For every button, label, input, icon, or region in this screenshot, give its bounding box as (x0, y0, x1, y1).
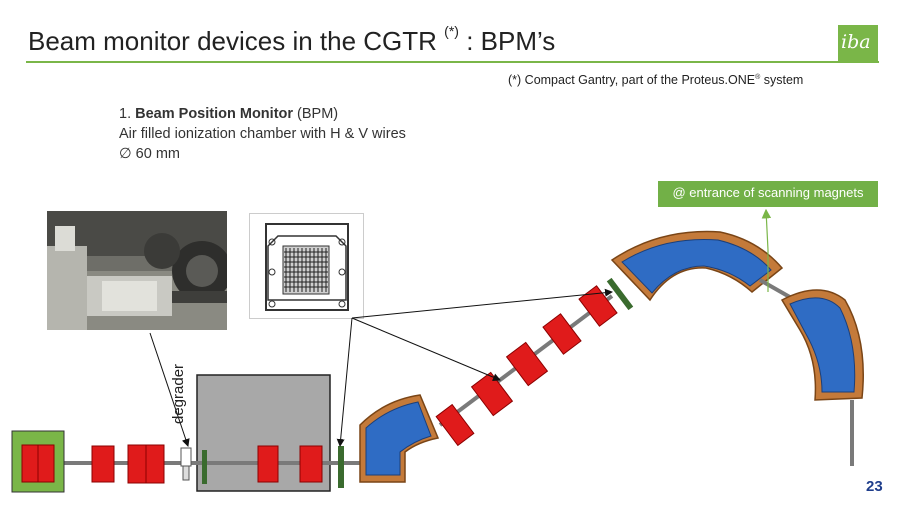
arrow-schematic-to-bpm-3 (352, 292, 612, 318)
degrader-label: degrader (170, 364, 187, 424)
degrader-device (181, 448, 191, 480)
dipole-1 (360, 395, 438, 482)
dipole-3 (782, 290, 863, 400)
bpm-1 (202, 450, 207, 484)
quadrupole-1 (92, 446, 114, 482)
quadrupole-6 (472, 372, 513, 415)
quadrupole-3 (258, 446, 278, 482)
bpm-2 (338, 446, 344, 488)
arrow-schematic-to-bpm (340, 318, 352, 446)
dipole-2 (612, 232, 782, 300)
location-tag: @ entrance of scanning magnets (658, 181, 878, 207)
page-number: 23 (866, 478, 883, 495)
quadrupole-4 (300, 446, 322, 482)
quadrupole-cyclotron (22, 445, 54, 482)
quadrupole-2 (128, 445, 164, 483)
arrow-schematic-to-bpm-2 (352, 318, 500, 380)
quadrupole-8 (543, 314, 581, 354)
